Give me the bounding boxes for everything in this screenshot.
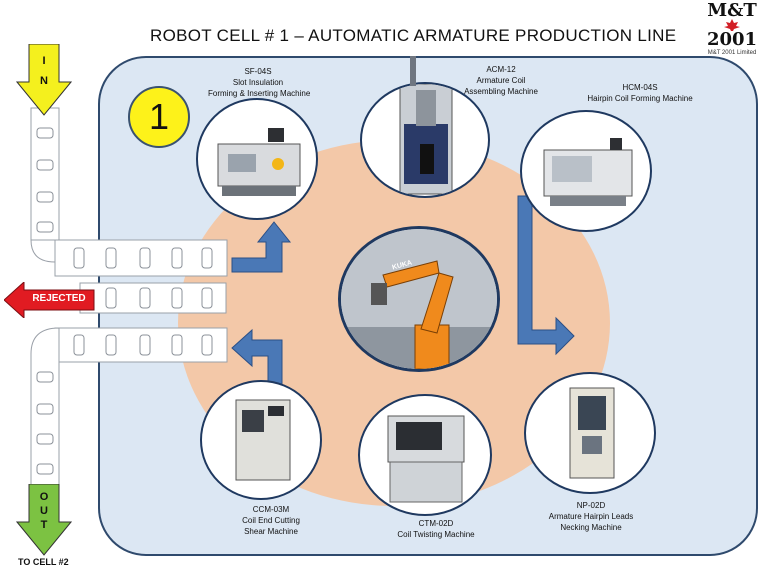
logo-line-1: M&T	[707, 0, 757, 21]
label-hcm04s: HCM-04S Hairpin Coil Forming Machine	[570, 82, 710, 104]
out-letter-1: O	[39, 491, 49, 503]
station-sf04s[interactable]	[196, 98, 318, 220]
label-acm12: ACM-12 Armature Coil Assembling Machine	[446, 64, 556, 97]
rejected-arrow-icon	[3, 280, 95, 320]
model-sf04s: SF-04S	[244, 67, 272, 76]
coil-assembling-machine-icon	[399, 84, 453, 195]
station-ccm03m[interactable]	[200, 380, 322, 500]
robot-arm-icon	[341, 229, 497, 369]
coil-end-cutting-machine-icon	[235, 399, 291, 481]
label-np02d: NP-02D Armature Hairpin Leads Necking Ma…	[536, 500, 646, 533]
model-ctm02d: CTM-02D	[418, 519, 454, 528]
model-hcm04s: HCM-04S	[622, 83, 658, 92]
station-acm12[interactable]	[360, 82, 490, 198]
company-logo: M&T 2001 M&T 2001 Limited	[698, 0, 766, 57]
model-np02d: NP-02D	[576, 501, 606, 510]
out-arrow-icon	[16, 484, 72, 556]
logo-line-3: M&T 2001 Limited	[707, 50, 757, 56]
coil-twisting-machine-icon	[387, 415, 465, 503]
out-letter-3: T	[40, 519, 48, 531]
page-title: ROBOT CELL # 1 – AUTOMATIC ARMATURE PROD…	[150, 26, 677, 45]
hairpin-forming-machine-icon	[543, 138, 633, 206]
station-np02d[interactable]	[524, 372, 656, 494]
flow-arrow-to-np02d	[517, 195, 575, 356]
central-robot[interactable]	[338, 226, 500, 372]
station-hcm04s[interactable]	[520, 110, 652, 232]
in-letter-1: I	[42, 55, 46, 67]
model-ccm03m: CCM-03M	[252, 505, 290, 514]
leads-necking-machine-icon	[569, 387, 615, 479]
slot-insulation-machine-icon	[217, 128, 301, 196]
logo-line-2: 2001	[706, 29, 758, 50]
cell-number-badge: 1	[128, 86, 190, 148]
to-cell-label: TO CELL #2	[18, 557, 69, 567]
in-letter-2: N	[40, 75, 48, 87]
station-ctm02d[interactable]	[358, 394, 492, 516]
out-letter-2: U	[40, 505, 48, 517]
model-acm12: ACM-12	[486, 65, 516, 74]
label-ccm03m: CCM-03M Coil End Cutting Shear Machine	[226, 504, 316, 537]
label-sf04s: SF-04S Slot Insulation Forming & Inserti…	[208, 67, 311, 98]
rejected-label: REJECTED	[32, 293, 86, 304]
in-arrow-icon	[16, 44, 72, 116]
rejected-arrow: REJECTED	[3, 280, 96, 320]
label-ctm02d: CTM-02D Coil Twisting Machine	[384, 518, 488, 540]
flow-arrow-to-sf04s	[231, 221, 292, 273]
maple-leaf-icon	[724, 19, 740, 31]
acm12-mast-icon	[410, 56, 416, 86]
